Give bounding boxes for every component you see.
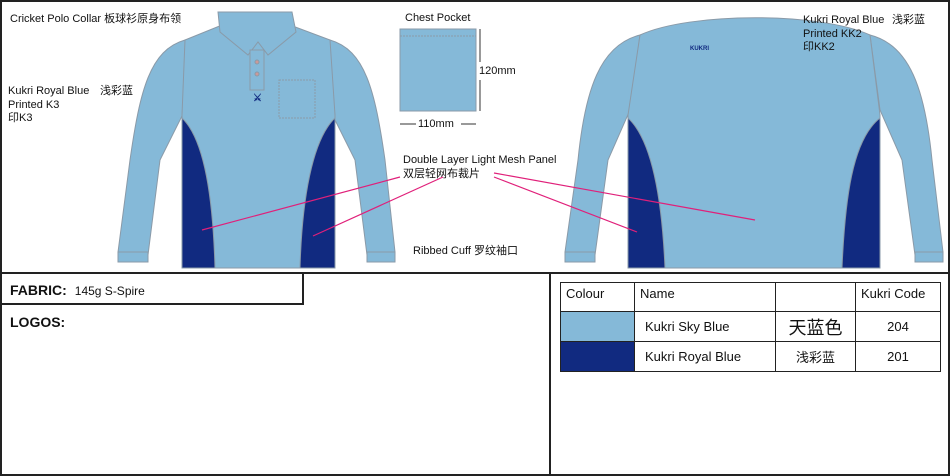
pocket-title: Chest Pocket <box>405 12 471 24</box>
header-blank <box>775 282 856 312</box>
colour-cn: 浅彩蓝 <box>775 341 856 372</box>
back-colour-line1: Kukri Royal Blue <box>803 14 885 26</box>
header-colour: Colour <box>560 282 635 312</box>
pocket-width: 110mm <box>418 118 454 130</box>
back-colour-line3: 印KK2 <box>803 41 835 53</box>
front-mesh-left <box>181 116 216 269</box>
colour-cn: 天蓝色 <box>775 311 856 342</box>
placket <box>249 49 265 91</box>
back-colour-cn: 浅彩蓝 <box>892 14 925 26</box>
colour-code: 204 <box>855 311 941 342</box>
garment-drawings: ⚔ KUKRI <box>117 11 944 269</box>
front-collar <box>217 11 297 56</box>
fabric-box: FABRIC: 145g S-Spire <box>2 274 304 305</box>
colour-swatch <box>560 341 635 372</box>
colour-swatch <box>560 311 635 342</box>
colour-table: Colour Name Kukri Code Kukri Sky Blue 天蓝… <box>560 282 941 372</box>
logos-label: LOGOS: <box>10 314 66 330</box>
table-header-row: Colour Name Kukri Code <box>560 282 941 312</box>
colour-code: 201 <box>855 341 941 372</box>
back-body <box>627 17 881 269</box>
divider <box>549 272 551 476</box>
table-row: Kukri Sky Blue 天蓝色 204 <box>560 311 941 342</box>
table-row: Kukri Royal Blue 浅彩蓝 201 <box>560 341 941 372</box>
front-colour-line3: 印K3 <box>8 112 33 124</box>
fabric-value: 145g S-Spire <box>74 284 145 298</box>
colour-name: Kukri Royal Blue <box>634 341 776 372</box>
back-colour-line2: Printed KK2 <box>803 28 862 40</box>
collar-label: Cricket Polo Collar 板球衫原身布领 <box>10 13 182 25</box>
front-shirt <box>117 11 396 269</box>
back-mesh-left <box>627 116 666 269</box>
pocket-detail <box>399 28 477 112</box>
cuff-label: Ribbed Cuff 罗纹袖口 <box>413 245 518 257</box>
front-right-sleeve <box>329 39 396 256</box>
header-name: Name <box>634 282 776 312</box>
front-logo-icon: ⚔ <box>253 92 262 104</box>
pointer-lines <box>201 172 756 237</box>
header-code: Kukri Code <box>855 282 941 312</box>
front-colour-line1: Kukri Royal Blue <box>8 85 90 97</box>
back-shirt <box>564 17 944 269</box>
fabric-label: FABRIC: <box>10 282 67 298</box>
divider <box>0 272 950 274</box>
back-logo-text: KUKRI <box>690 46 709 52</box>
mesh-label-cn: 双层轻网布裁片 <box>403 168 480 180</box>
pocket-height: 120mm <box>479 65 516 77</box>
back-right-sleeve <box>869 34 944 256</box>
front-pocket <box>278 79 316 119</box>
front-colour-line2: Printed K3 <box>8 99 60 111</box>
mesh-label: Double Layer Light Mesh Panel <box>403 154 557 166</box>
colour-name: Kukri Sky Blue <box>634 311 776 342</box>
front-colour-cn: 浅彩蓝 <box>100 85 133 97</box>
back-mesh-right <box>841 116 881 269</box>
front-left-sleeve <box>117 39 186 256</box>
